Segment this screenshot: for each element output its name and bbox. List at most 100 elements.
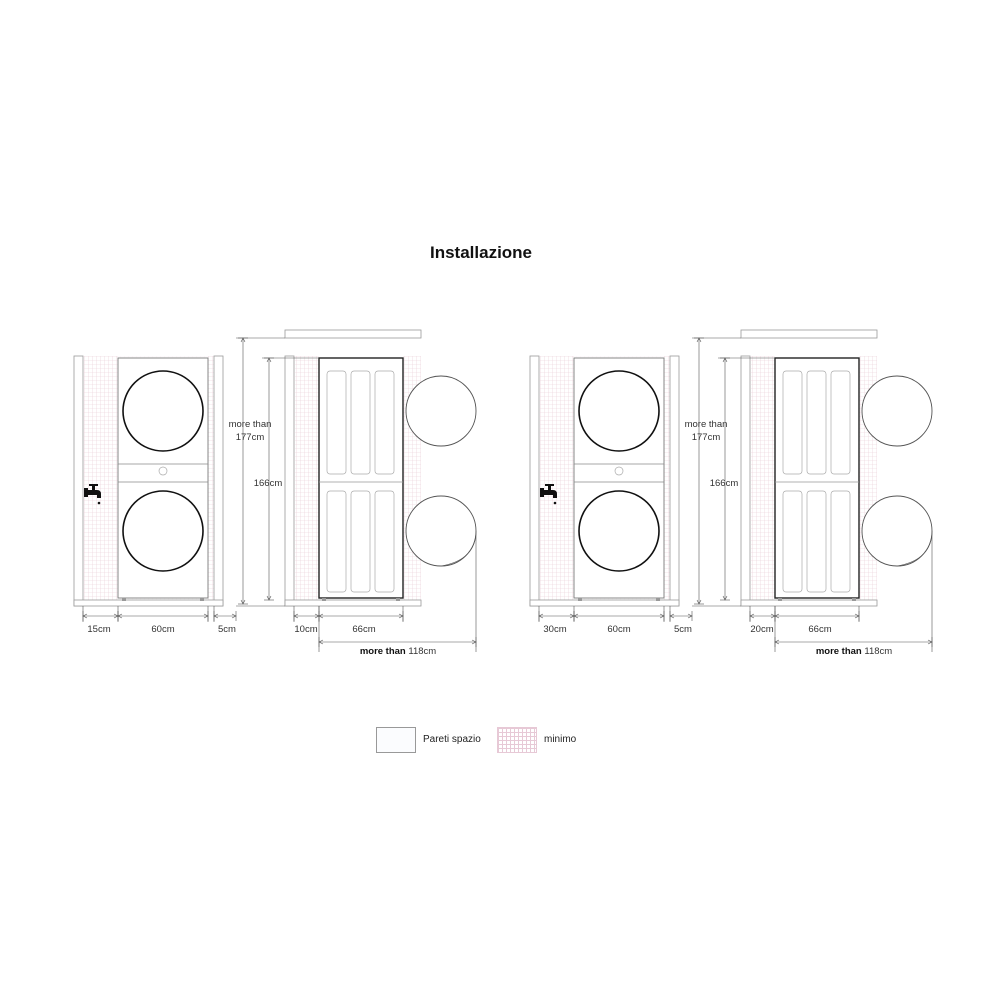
label-left-gap: 15cm: [87, 624, 110, 635]
back-wall: [740, 355, 751, 607]
dimension-arrow: [687, 613, 693, 619]
front-dimensions: 30cm 60cm 5cm: [538, 606, 693, 635]
upper-panel: [326, 370, 347, 475]
front-view: [73, 355, 224, 607]
label-height: 166cm: [710, 478, 739, 489]
foot: [200, 598, 204, 601]
control-knob-icon: [614, 466, 624, 476]
faucet-icon: [540, 484, 557, 505]
floor: [529, 599, 680, 607]
dimension-arrow: [398, 613, 404, 619]
foot: [778, 598, 782, 601]
lower-panel: [374, 490, 395, 593]
dimension-arrow: [213, 613, 219, 619]
foot: [322, 598, 326, 601]
side-view: [740, 329, 933, 607]
page-title: Installazione: [429, 243, 533, 262]
washtower-side: [774, 357, 860, 599]
door-clearance-guide: [440, 530, 477, 652]
back-clearance-zone: [294, 356, 319, 606]
door-clearance-guide: [896, 530, 933, 652]
right-clearance-zone: [664, 356, 670, 606]
washtower-side: [318, 357, 404, 599]
dimension-arrow: [659, 613, 665, 619]
dimension-arrow: [318, 639, 324, 645]
upper-panel: [374, 370, 395, 475]
dimension-arrow: [774, 639, 780, 645]
label-height-total-prefix: more than: [685, 419, 728, 430]
lower-panel: [806, 490, 827, 593]
legend-swatch-walls: [376, 727, 416, 753]
label-height-total: 177cm: [236, 432, 265, 443]
dimension-arrow: [117, 613, 123, 619]
floor: [284, 599, 422, 607]
dimension-arrow: [927, 639, 933, 645]
door-swing-upper-icon: [861, 375, 933, 447]
upper-panel: [830, 370, 851, 475]
floor: [73, 599, 224, 607]
foot: [578, 598, 582, 601]
foot: [852, 598, 856, 601]
upper-panel: [782, 370, 803, 475]
label-width: 60cm: [151, 624, 174, 635]
dimension-arrow: [82, 613, 88, 619]
dimension-arrow: [266, 595, 272, 601]
label-depth: 66cm: [352, 624, 375, 635]
dimension-arrow: [318, 613, 324, 619]
label-right-gap: 5cm: [674, 624, 692, 635]
label-height: 166cm: [254, 478, 283, 489]
label-left-gap: 30cm: [543, 624, 566, 635]
dimension-arrow: [293, 613, 299, 619]
dimension-arrow: [696, 599, 702, 605]
dimension-arrow: [573, 613, 579, 619]
label-back-gap: 10cm: [294, 624, 317, 635]
lower-panel: [326, 490, 347, 593]
legend-label-minimum: minimo: [544, 734, 577, 745]
left-wall: [529, 355, 540, 607]
side-dimensions: more than 177cm 166cm 10cm 66cm more than 118…: [229, 337, 477, 657]
dimension-arrow: [669, 613, 675, 619]
washer-door-icon: [578, 490, 660, 572]
dimension-arrow: [854, 613, 860, 619]
ceiling: [740, 329, 878, 339]
dimension-arrow: [240, 599, 246, 605]
dryer-door-icon: [122, 370, 204, 452]
ceiling: [284, 329, 422, 339]
label-height-total-prefix: more than: [229, 419, 272, 430]
floor: [740, 599, 878, 607]
right-wall: [213, 355, 224, 607]
label-width: 60cm: [607, 624, 630, 635]
right-wall: [669, 355, 680, 607]
side-view: [284, 329, 477, 607]
foot: [656, 598, 660, 601]
left-clearance-zone: [539, 356, 574, 606]
right-clearance-zone: [208, 356, 214, 606]
label-door-clearance: more than 118cm: [816, 646, 892, 657]
door-swing-upper-icon: [405, 375, 477, 447]
lower-panel: [782, 490, 803, 593]
washer-door-icon: [122, 490, 204, 572]
dimension-arrow: [749, 613, 755, 619]
foot: [122, 598, 126, 601]
dimension-arrow: [240, 337, 246, 343]
faucet-icon: [84, 484, 101, 505]
dimension-arrow: [231, 613, 237, 619]
back-clearance-zone: [750, 356, 775, 606]
upper-panel: [350, 370, 371, 475]
dimension-arrow: [266, 357, 272, 363]
dimension-arrow: [471, 639, 477, 645]
lower-panel: [350, 490, 371, 593]
label-door-clearance: more than 118cm: [360, 646, 436, 657]
front-view: [529, 355, 680, 607]
dimension-arrow: [203, 613, 209, 619]
dimension-arrow: [774, 613, 780, 619]
left-clearance-zone: [83, 356, 118, 606]
label-back-gap: 20cm: [750, 624, 773, 635]
upper-panel: [806, 370, 827, 475]
lower-panel: [830, 490, 851, 593]
legend-label-walls: Pareti spazio: [423, 734, 481, 745]
